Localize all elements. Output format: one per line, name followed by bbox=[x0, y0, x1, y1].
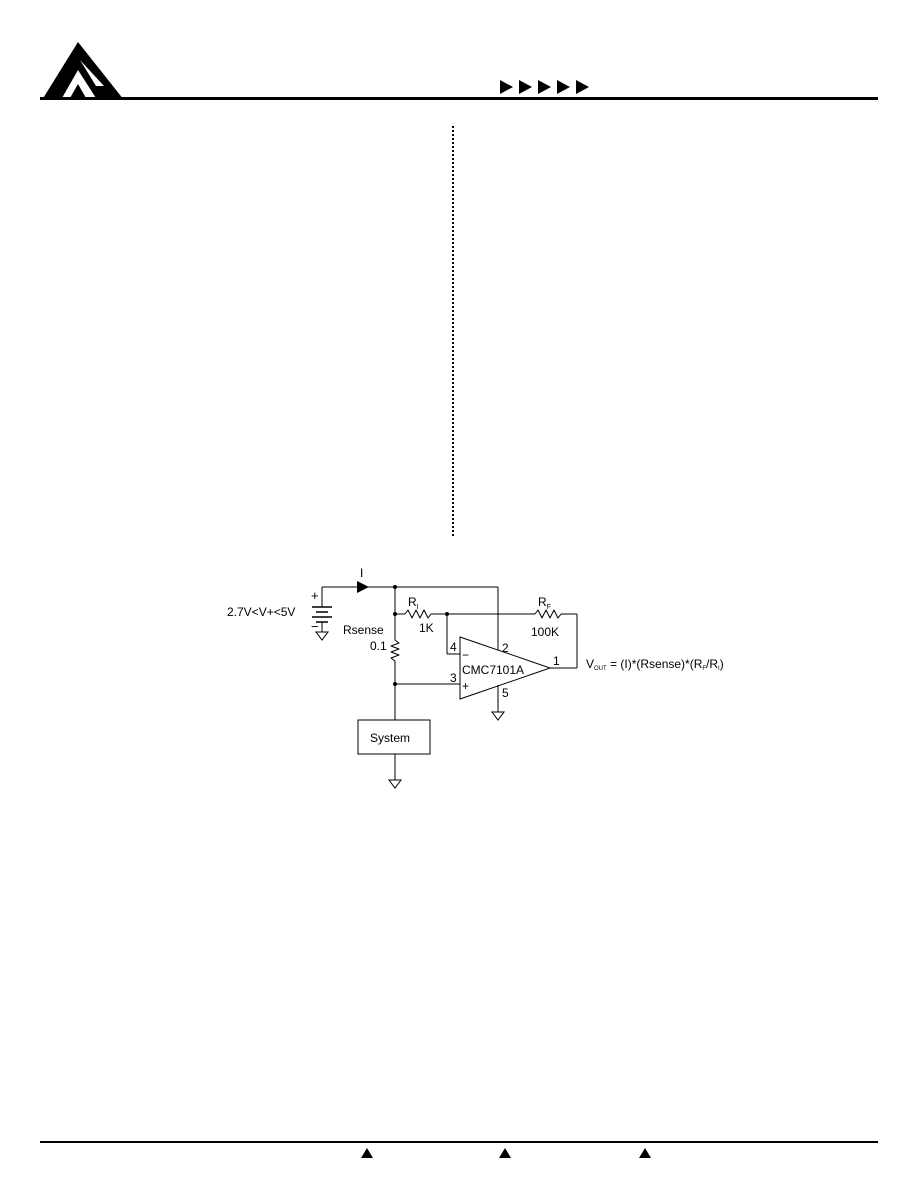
company-logo-icon bbox=[42, 42, 124, 100]
header-rule bbox=[40, 97, 878, 100]
triangle-up-icon bbox=[361, 1148, 373, 1158]
rsense-label: Rsense bbox=[343, 623, 384, 637]
pin-1-label: 1 bbox=[553, 654, 560, 668]
arrow-right-icon bbox=[576, 80, 589, 94]
pin-2-label: 2 bbox=[502, 641, 509, 655]
rsense-value: 0.1 bbox=[370, 639, 387, 653]
supply-plus-sign: + bbox=[311, 588, 319, 603]
arrow-right-icon bbox=[500, 80, 513, 94]
triangle-up-icon bbox=[499, 1148, 511, 1158]
opamp-part-name: CMC7101A bbox=[462, 663, 524, 677]
supply-minus-sign: − bbox=[311, 619, 319, 634]
svg-text:RF: RF bbox=[538, 595, 551, 611]
column-divider bbox=[452, 126, 454, 536]
arrow-right-icon bbox=[557, 80, 570, 94]
battery-symbol bbox=[312, 587, 332, 641]
svg-text:RI: RI bbox=[408, 595, 419, 611]
current-label: I bbox=[360, 566, 363, 580]
noninverting-sign: + bbox=[462, 679, 469, 693]
current-arrow-icon bbox=[357, 581, 369, 593]
ri-label: R bbox=[408, 595, 417, 609]
triangle-up-icon bbox=[639, 1148, 651, 1158]
ri-value: 1K bbox=[419, 621, 434, 635]
system-label: System bbox=[370, 731, 410, 745]
header-arrow-row bbox=[500, 80, 589, 96]
pin-3-label: 3 bbox=[450, 671, 457, 685]
opamp-symbol bbox=[459, 636, 552, 700]
vout-formula: VOUT = (I)*(Rsense)*(RF/RI) bbox=[586, 657, 724, 672]
inverting-sign: − bbox=[462, 648, 469, 662]
arrow-right-icon bbox=[519, 80, 532, 94]
arrow-right-icon bbox=[538, 80, 551, 94]
ground-icon bbox=[388, 779, 402, 789]
rf-resistor bbox=[534, 609, 562, 619]
footer-rule bbox=[40, 1141, 878, 1143]
pin-5-label: 5 bbox=[502, 686, 509, 700]
current-sense-circuit-diagram: + − 2.7V<V+<5V I Rsense 0.1 RI 1K RF 100… bbox=[227, 566, 724, 789]
rf-subscript: F bbox=[547, 604, 551, 611]
ri-resistor bbox=[404, 609, 432, 619]
rsense-resistor bbox=[390, 639, 400, 662]
ri-subscript: I bbox=[417, 604, 419, 611]
system-block bbox=[357, 719, 431, 755]
pin-4-label: 4 bbox=[450, 640, 457, 654]
rf-value: 100K bbox=[531, 625, 559, 639]
supply-voltage-label: 2.7V<V+<5V bbox=[227, 605, 295, 619]
rf-label: R bbox=[538, 595, 547, 609]
